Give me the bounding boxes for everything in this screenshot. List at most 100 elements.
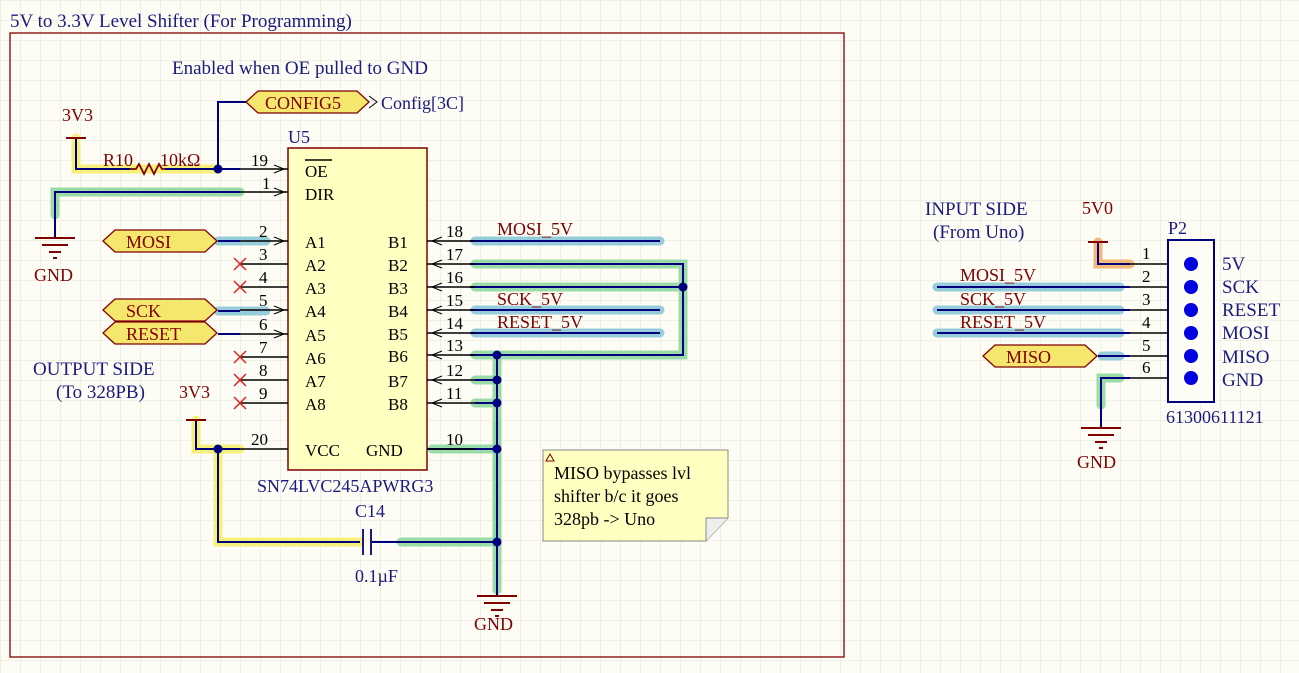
svg-text:3V3: 3V3 [179, 382, 210, 402]
svg-text:GND: GND [1077, 452, 1116, 472]
p2-pin-dots [1184, 257, 1198, 385]
u5-pin-a7-name: A7 [305, 372, 326, 391]
sheet-entry-arrow [368, 95, 378, 109]
p2-designator: P2 [1168, 218, 1187, 238]
input-side-sublabel: (From Uno) [933, 222, 1024, 243]
gnd-symbol-p2: GND [1077, 427, 1121, 472]
ports [102, 90, 1098, 368]
net-label-mosi-5v-u5: MOSI_5V [497, 219, 573, 239]
output-side-label: OUTPUT SIDE [33, 359, 155, 380]
svg-text:6: 6 [1142, 358, 1151, 377]
u5-pin-b5-name: B5 [388, 325, 408, 344]
u5-pin-11-num: 11 [446, 384, 462, 403]
svg-text:MISO: MISO [1222, 347, 1270, 368]
u5-pin-1-num: 1 [262, 174, 271, 193]
note-line-3: 328pb -> Uno [554, 509, 655, 529]
net-labels: MOSI_5V SCK_5V RESET_5V MOSI_5V SCK_5V R… [497, 219, 1046, 332]
svg-text:GND: GND [1222, 370, 1263, 391]
c14-value: 0.1µF [355, 566, 398, 586]
u5-pin-a8-name: A8 [305, 395, 326, 414]
u5-pin-b3-name: B3 [388, 279, 408, 298]
u5-right-pins: 18 B1 17 B2 16 B3 15 B4 14 B5 13 B6 12 B… [366, 222, 464, 460]
pin-io-markers [273, 164, 443, 408]
u5-pin-20-num: 20 [251, 430, 268, 449]
u5-pin-b8-name: B8 [388, 395, 408, 414]
power-3v3-vcc: 3V3 [179, 382, 210, 421]
u5-pin-16-num: 16 [446, 268, 463, 287]
u5-pin-a5-name: A5 [305, 326, 326, 345]
u5-pin-5-num: 5 [259, 291, 268, 310]
u5-pin-8-num: 8 [259, 361, 268, 380]
u5-pin-19-num: 19 [251, 151, 268, 170]
c14-capacitor-symbol[interactable] [362, 529, 372, 555]
gnd-symbol-u5: GND [474, 595, 517, 634]
u5-pin-a6-name: A6 [305, 349, 326, 368]
u5-pin-12-num: 12 [446, 361, 463, 380]
c14-designator: C14 [355, 501, 385, 521]
port-mosi[interactable]: MOSI [126, 232, 171, 252]
port-reset[interactable]: RESET [126, 324, 181, 344]
u5-pin-18-num: 18 [446, 222, 463, 241]
u5-pin-6-num: 6 [259, 315, 268, 334]
svg-text:4: 4 [1142, 313, 1151, 332]
net-label-sck-5v-p2: SCK_5V [960, 289, 1026, 309]
note-line-2: shifter b/c it goes [554, 486, 678, 506]
u5-pin-dir-name: DIR [305, 185, 335, 204]
u5-pin-10-num: 10 [446, 430, 463, 449]
svg-text:3: 3 [1142, 290, 1151, 309]
u5-pin-a1-name: A1 [305, 233, 326, 252]
svg-text:1: 1 [1142, 244, 1151, 263]
u5-pin-9-num: 9 [259, 384, 268, 403]
svg-text:SCK: SCK [1222, 277, 1259, 298]
sheet-title: 5V to 3.3V Level Shifter (For Programmin… [10, 11, 352, 32]
u5-pin-b4-name: B4 [388, 302, 408, 321]
port-sck[interactable]: SCK [126, 301, 161, 321]
u5-pin-17-num: 17 [446, 245, 464, 264]
input-side-label: INPUT SIDE [925, 199, 1028, 220]
power-3v3-top: 3V3 [62, 105, 93, 139]
p2-part-number: 61300611121 [1166, 407, 1264, 427]
u5-pin-b2-name: B2 [388, 256, 408, 275]
svg-text:5V: 5V [1222, 254, 1246, 275]
output-side-sublabel: (To 328PB) [56, 382, 145, 403]
svg-text:GND: GND [34, 265, 73, 285]
u5-pin-15-num: 15 [446, 291, 463, 310]
u5-pin-3-num: 3 [259, 245, 268, 264]
gnd-symbol-left: GND [34, 237, 75, 285]
port-miso[interactable]: MISO [1006, 347, 1051, 367]
config-sheet-reference[interactable]: Config[3C] [381, 93, 464, 113]
svg-text:5V0: 5V0 [1082, 198, 1113, 218]
u5-pin-13-num: 13 [446, 336, 463, 355]
r10-resistor-symbol[interactable] [130, 161, 165, 177]
svg-text:2: 2 [1142, 267, 1151, 286]
r10-value: 10kΩ [160, 150, 200, 170]
u5-right-pin-lines [427, 240, 475, 450]
port-config5[interactable]: CONFIG5 [265, 93, 341, 113]
net-wires [54, 101, 1130, 596]
u5-pin-b6-name: B6 [388, 347, 408, 366]
u5-pin-b7-name: B7 [388, 372, 408, 391]
u5-pin-4-num: 4 [259, 268, 268, 287]
u5-pin-a3-name: A3 [305, 279, 326, 298]
power-5v0: 5V0 [1082, 198, 1113, 243]
p2-pin-lines [1130, 263, 1168, 379]
u5-pin-2-num: 2 [259, 222, 268, 241]
u5-pin-a2-name: A2 [305, 256, 326, 275]
u5-body[interactable] [287, 147, 428, 471]
u5-left-pins: 19 OE 1 DIR 2 A1 3 A2 4 A3 5 A4 6 A5 7 A… [251, 151, 340, 460]
u5-pin-7-num: 7 [259, 338, 268, 357]
u5-pin-oe-name: OE [305, 162, 328, 181]
net-label-sck-5v-u5: SCK_5V [497, 289, 563, 309]
net-label-mosi-5v-p2: MOSI_5V [960, 265, 1036, 285]
net-label-reset-5v-u5: RESET_5V [497, 312, 583, 332]
miso-note[interactable]: MISO bypasses lvl shifter b/c it goes 32… [542, 449, 729, 542]
no-connect-markers [233, 257, 247, 410]
svg-text:RESET: RESET [1222, 300, 1280, 321]
svg-text:GND: GND [474, 614, 513, 634]
u5-pin-a4-name: A4 [305, 302, 326, 321]
svg-text:5: 5 [1142, 336, 1151, 355]
r10-designator: R10 [103, 150, 133, 170]
u5-pin-14-num: 14 [446, 314, 464, 333]
u5-part-number: SN74LVC245APWRG3 [257, 476, 433, 496]
u5-pin-b1-name: B1 [388, 233, 408, 252]
